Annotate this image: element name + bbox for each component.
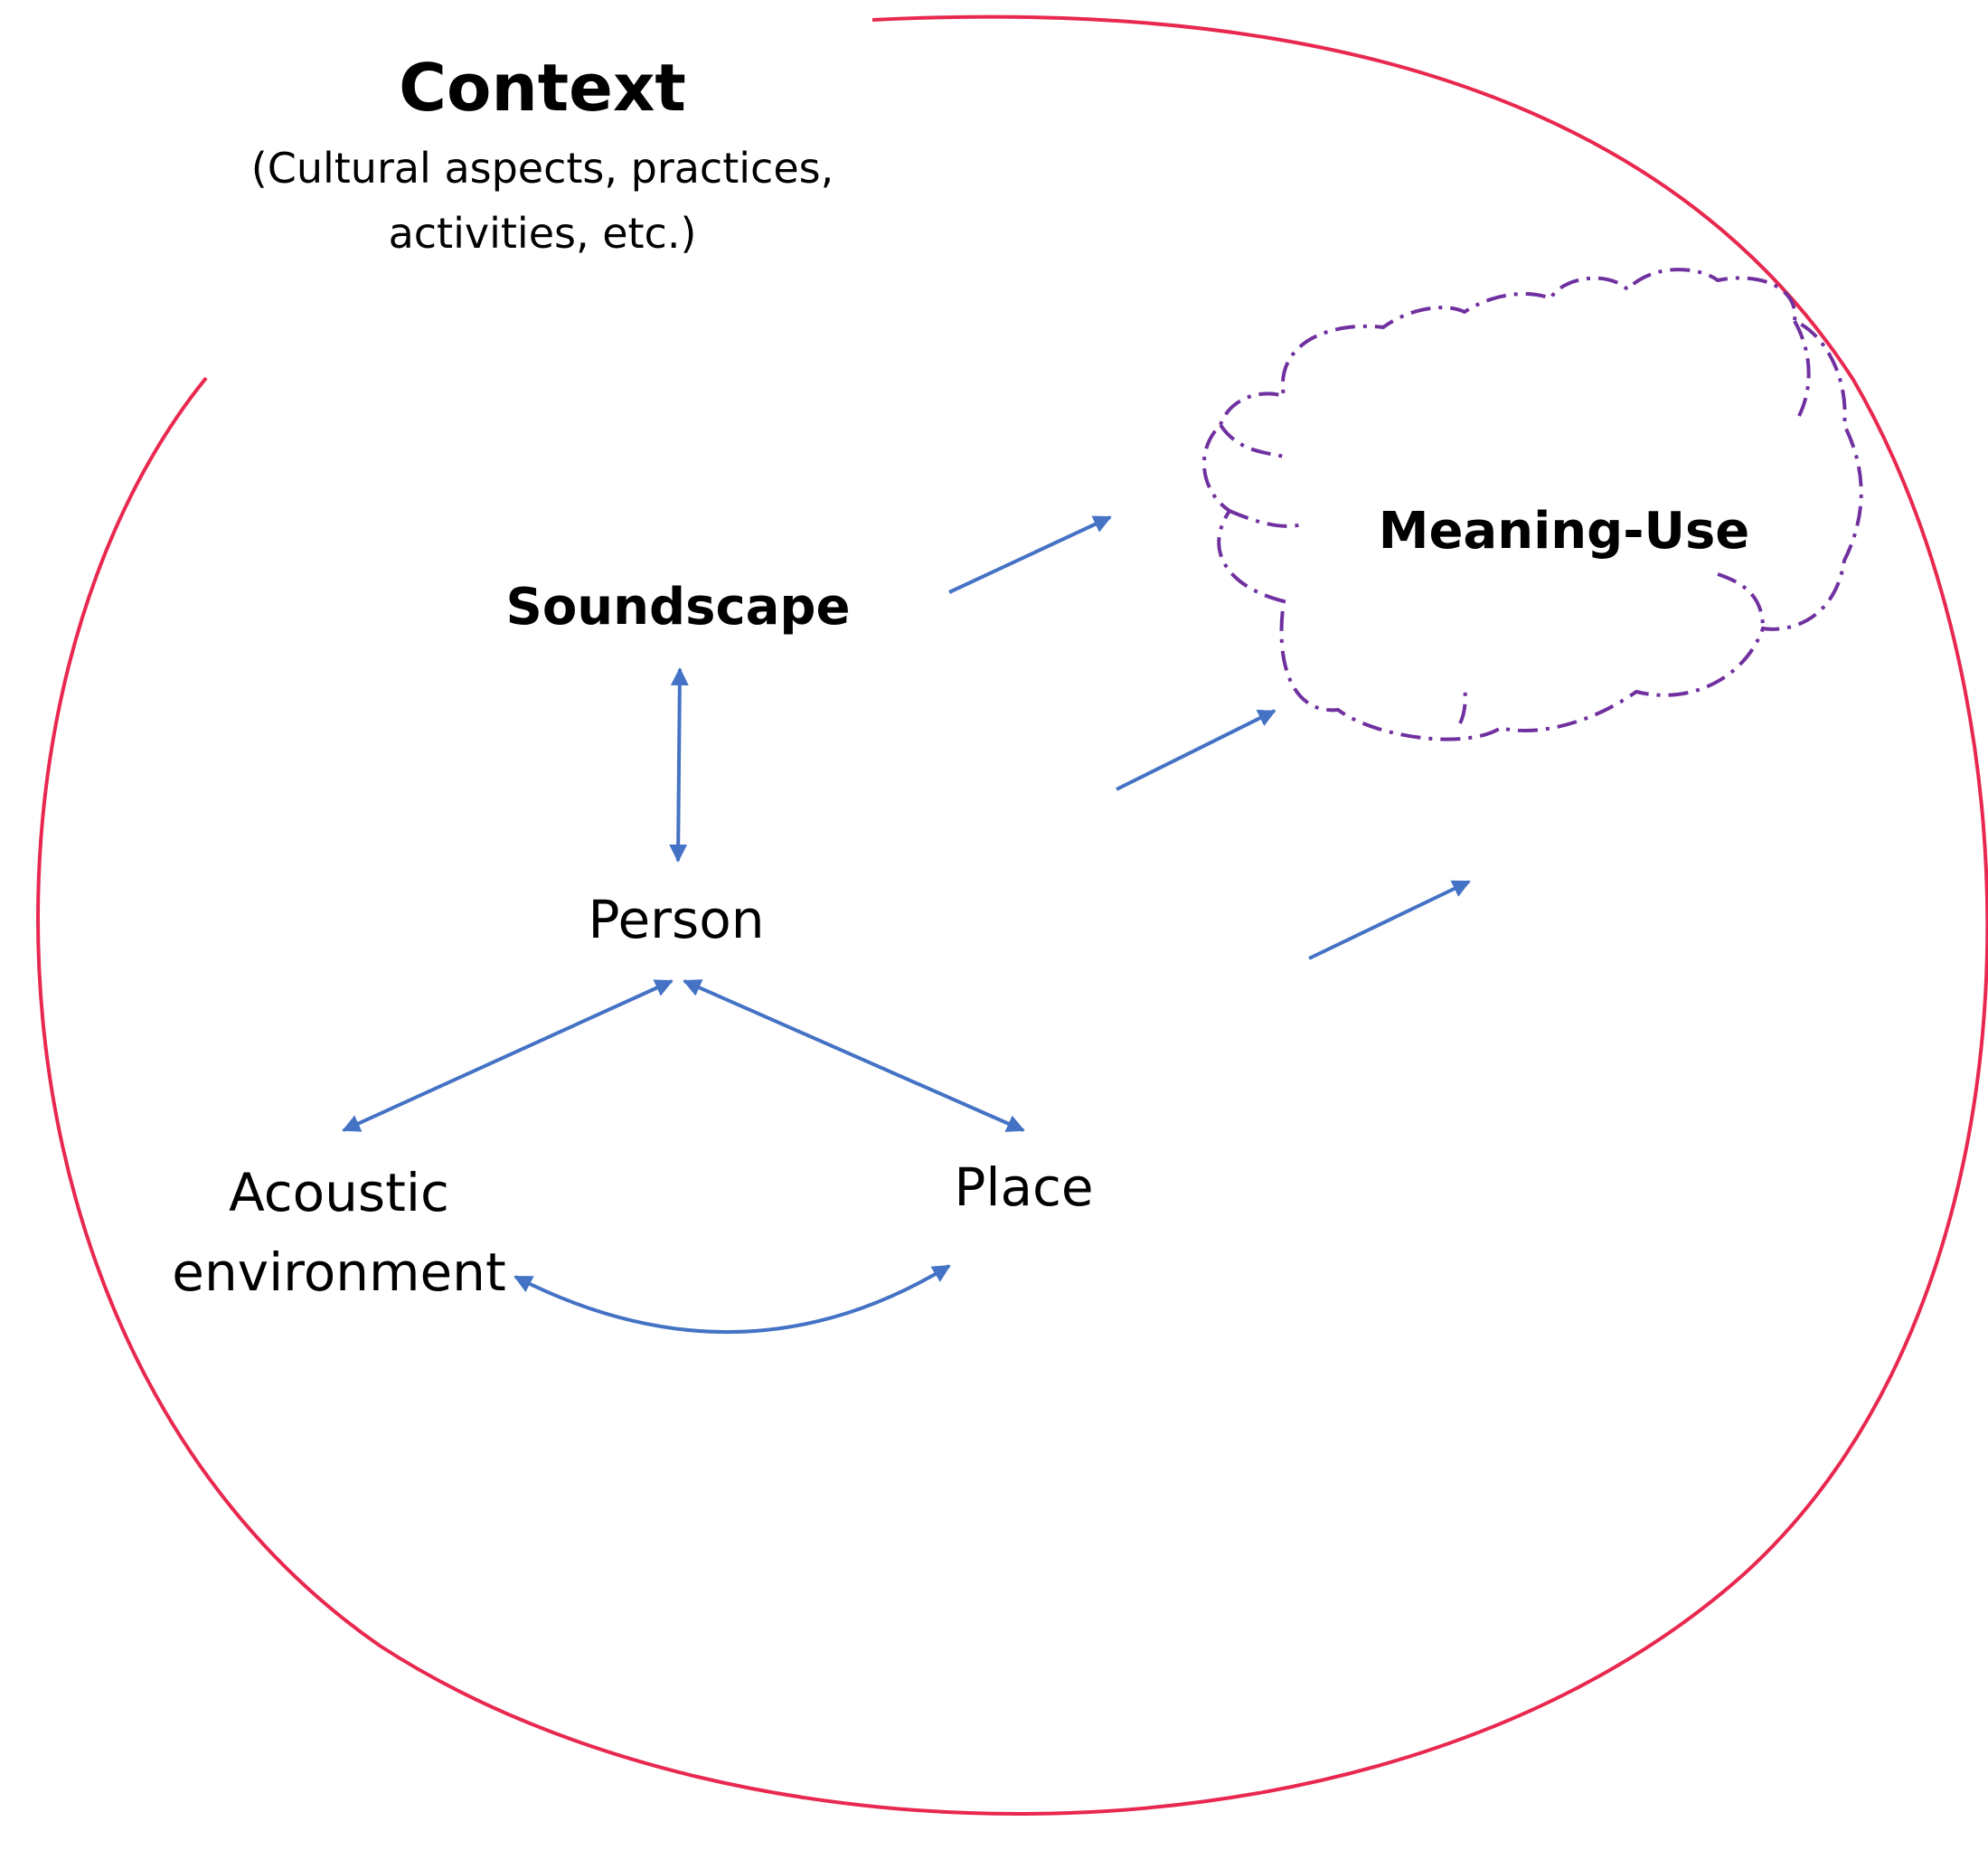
arrow-soundscape-person	[669, 667, 689, 863]
cloud-detail-left	[1219, 423, 1285, 458]
node-place: Place	[954, 1156, 1094, 1218]
arrow-acoustic-place	[513, 1264, 951, 1335]
context-title: Context	[399, 50, 686, 126]
node-acoustic-line2: environment	[172, 1241, 506, 1303]
arrow-person-place	[683, 979, 1025, 1132]
node-meaning-use: Meaning-Use	[1378, 502, 1750, 561]
meaning-use-cloud	[1201, 268, 1863, 741]
context-subtitle-line2: activities, etc.)	[388, 209, 697, 258]
cloud-detail-bottom-left	[1229, 509, 1303, 528]
arrow-to-meaning-use-2	[1116, 709, 1277, 791]
arrow-to-meaning-use-1	[948, 515, 1112, 594]
context-boundary	[36, 14, 1988, 1816]
cloud-detail-top-right	[1793, 320, 1811, 417]
cloud-detail-right	[1717, 572, 1765, 629]
node-soundscape: Soundscape	[505, 578, 851, 637]
node-person: Person	[588, 889, 765, 950]
arrow-person-acoustic	[342, 979, 674, 1132]
context-subtitle-line1: (Cultural aspects, practices,	[250, 144, 834, 193]
arrow-to-meaning-use-3	[1308, 880, 1471, 960]
cloud-detail-bottom	[1458, 686, 1467, 724]
node-acoustic-line1: Acoustic	[229, 1162, 449, 1223]
